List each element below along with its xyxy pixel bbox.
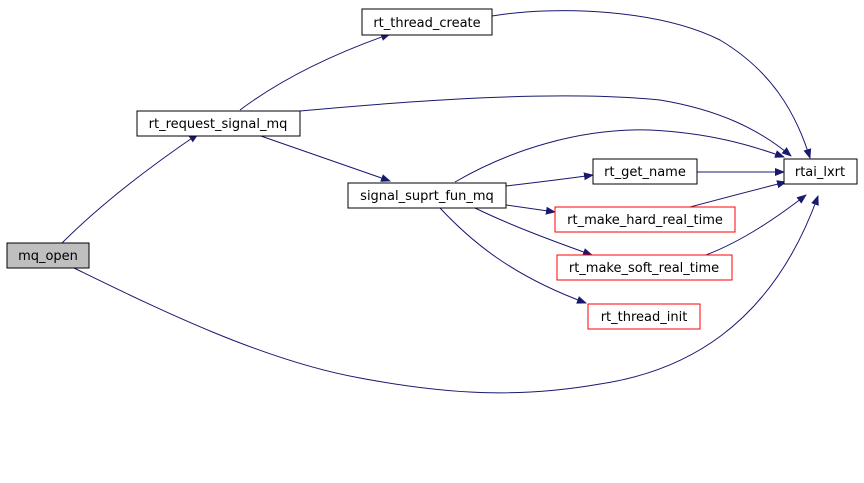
node-signal_suprt_fun_mq[interactable]: signal_suprt_fun_mq: [347, 182, 507, 209]
node-label: rt_thread_create: [373, 16, 480, 31]
edge-rt_request_signal_mq-to-rtai_lxrt: [299, 95, 792, 157]
edge-layer: [61, 10, 819, 394]
edge-rt_request_signal_mq-to-signal_suprt_fun_mq: [257, 134, 391, 182]
edge-signal_suprt_fun_mq-to-rt_make_soft_real_time: [474, 207, 593, 256]
node-label: signal_suprt_fun_mq: [360, 189, 494, 204]
node-label: rtai_lxrt: [795, 165, 845, 180]
node-label: rt_get_name: [604, 165, 686, 180]
node-label: rt_make_hard_real_time: [567, 213, 723, 228]
node-rt_get_name[interactable]: rt_get_name: [592, 158, 698, 185]
node-rt_thread_create[interactable]: rt_thread_create: [361, 8, 493, 36]
node-rtai_lxrt[interactable]: rtai_lxrt: [783, 158, 858, 185]
node-rt_make_hard_real_time[interactable]: rt_make_hard_real_time: [554, 206, 736, 233]
edge-rt_thread_create-to-rtai_lxrt: [491, 10, 812, 159]
node-label: rt_thread_init: [601, 310, 688, 325]
edge-rt_request_signal_mq-to-rt_thread_create: [239, 33, 391, 111]
edge-mq_open-to-rtai_lxrt: [73, 195, 819, 394]
node-mq_open[interactable]: mq_open: [6, 242, 90, 269]
edge-signal_suprt_fun_mq-to-rt_thread_init: [439, 207, 587, 304]
node-rt_make_soft_real_time[interactable]: rt_make_soft_real_time: [556, 254, 733, 281]
node-label: rt_request_signal_mq: [149, 117, 288, 132]
node-rt_thread_init[interactable]: rt_thread_init: [587, 303, 701, 330]
edge-rt_make_soft_real_time-to-rtai_lxrt: [705, 194, 807, 256]
edge-signal_suprt_fun_mq-to-rtai_lxrt: [454, 129, 785, 183]
edge-rt_make_hard_real_time-to-rtai_lxrt: [689, 180, 787, 208]
edge-mq_open-to-rt_request_signal_mq: [61, 133, 199, 244]
node-label: mq_open: [18, 249, 78, 264]
edge-signal_suprt_fun_mq-to-rt_get_name: [505, 172, 594, 187]
node-rt_request_signal_mq[interactable]: rt_request_signal_mq: [136, 110, 301, 137]
node-layer: mq_open rt_request_signal_mq rt_thread_c…: [6, 8, 858, 330]
edge-signal_suprt_fun_mq-to-rt_make_hard_real_time: [505, 204, 556, 215]
node-label: rt_make_soft_real_time: [569, 261, 719, 276]
